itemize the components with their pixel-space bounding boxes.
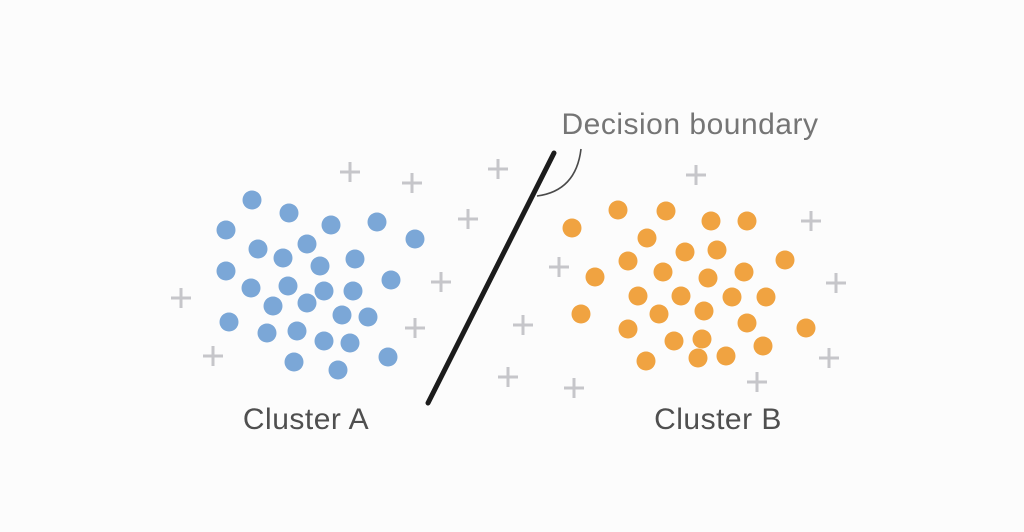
noise-plus-marker [747, 372, 767, 392]
noise-plus-marker [431, 272, 451, 292]
decision-boundary-line [425, 150, 557, 406]
leader-curve [536, 148, 582, 197]
cluster-a-dot [216, 220, 236, 240]
noise-plus-marker [819, 348, 839, 368]
cluster-b-dot [694, 301, 714, 321]
cluster-a-dot [321, 215, 341, 235]
cluster-a-dot [279, 203, 299, 223]
noise-markers-layer [171, 159, 846, 398]
cluster-b-dot [734, 262, 754, 282]
cluster-a-dot [343, 281, 363, 301]
cluster-b-dot [671, 286, 691, 306]
cluster-b-dot [756, 287, 776, 307]
cluster-a-dot [378, 347, 398, 367]
cluster-b-dot [737, 313, 757, 333]
cluster-a-dot [257, 323, 277, 343]
cluster-a-dot [278, 276, 298, 296]
cluster-a-dot [216, 261, 236, 281]
cluster-b-dot [585, 267, 605, 287]
cluster-a-dot [405, 229, 425, 249]
cluster-a-dots [216, 190, 425, 380]
decision-boundary-label: Decision boundary [562, 108, 819, 141]
noise-plus-marker [564, 378, 584, 398]
cluster-b-dot [775, 250, 795, 270]
noise-plus-marker [686, 165, 706, 185]
cluster-b-dot [571, 304, 591, 324]
cluster-a-dot [248, 239, 268, 259]
noise-plus-marker [171, 288, 191, 308]
cluster-a-dot [297, 293, 317, 313]
cluster-a-dot [310, 256, 330, 276]
cluster-a-dot [314, 331, 334, 351]
cluster-a-dot [273, 248, 293, 268]
cluster-b-dot [608, 200, 628, 220]
cluster-b-dot [716, 346, 736, 366]
cluster-a-dot [287, 321, 307, 341]
noise-plus-marker [405, 318, 425, 338]
cluster-b-dot [698, 268, 718, 288]
cluster-b-dot [628, 286, 648, 306]
cluster-b-dot [649, 304, 669, 324]
cluster-b-dots [562, 200, 816, 371]
cluster-a-label: Cluster A [243, 403, 369, 436]
cluster-b-dot [653, 262, 673, 282]
cluster-b-dot [637, 228, 657, 248]
noise-plus-marker [203, 346, 223, 366]
cluster-a-dot [367, 212, 387, 232]
cluster-b-dot [722, 287, 742, 307]
noise-plus-marker [402, 173, 422, 193]
cluster-b-dot [562, 218, 582, 238]
cluster-a-dot [297, 234, 317, 254]
noise-plus-marker [340, 162, 360, 182]
noise-plus-marker [488, 159, 508, 179]
cluster-b-dot [753, 336, 773, 356]
cluster-a-dot [340, 333, 360, 353]
cluster-b-dot [688, 348, 708, 368]
noise-plus-marker [513, 315, 533, 335]
cluster-b-dot [737, 211, 757, 231]
cluster-a-dot [328, 360, 348, 380]
noise-plus-marker [498, 367, 518, 387]
cluster-b-dot [618, 251, 638, 271]
cluster-a-dot [381, 270, 401, 290]
cluster-b-dot [636, 351, 656, 371]
cluster-b-dot [701, 211, 721, 231]
cluster-a-dot [332, 305, 352, 325]
cluster-a-dot [241, 278, 261, 298]
cluster-a-dot [314, 281, 334, 301]
cluster-a-dot [242, 190, 262, 210]
cluster-b-dot [692, 329, 712, 349]
noise-plus-marker [826, 273, 846, 293]
cluster-a-dot [263, 296, 283, 316]
cluster-b-dot [675, 242, 695, 262]
cluster-a-dot [345, 249, 365, 269]
cluster-b-dot [707, 240, 727, 260]
cluster-b-dot [796, 318, 816, 338]
cluster-b-dot [664, 331, 684, 351]
cluster-b-dot [618, 319, 638, 339]
cluster-a-dot [358, 307, 378, 327]
cluster-b-label: Cluster B [654, 403, 782, 436]
noise-plus-marker [801, 211, 821, 231]
cluster-b-dot [656, 201, 676, 221]
cluster-a-dot [219, 312, 239, 332]
cluster-a-dot [284, 352, 304, 372]
noise-plus-marker [458, 209, 478, 229]
noise-plus-marker [549, 257, 569, 277]
